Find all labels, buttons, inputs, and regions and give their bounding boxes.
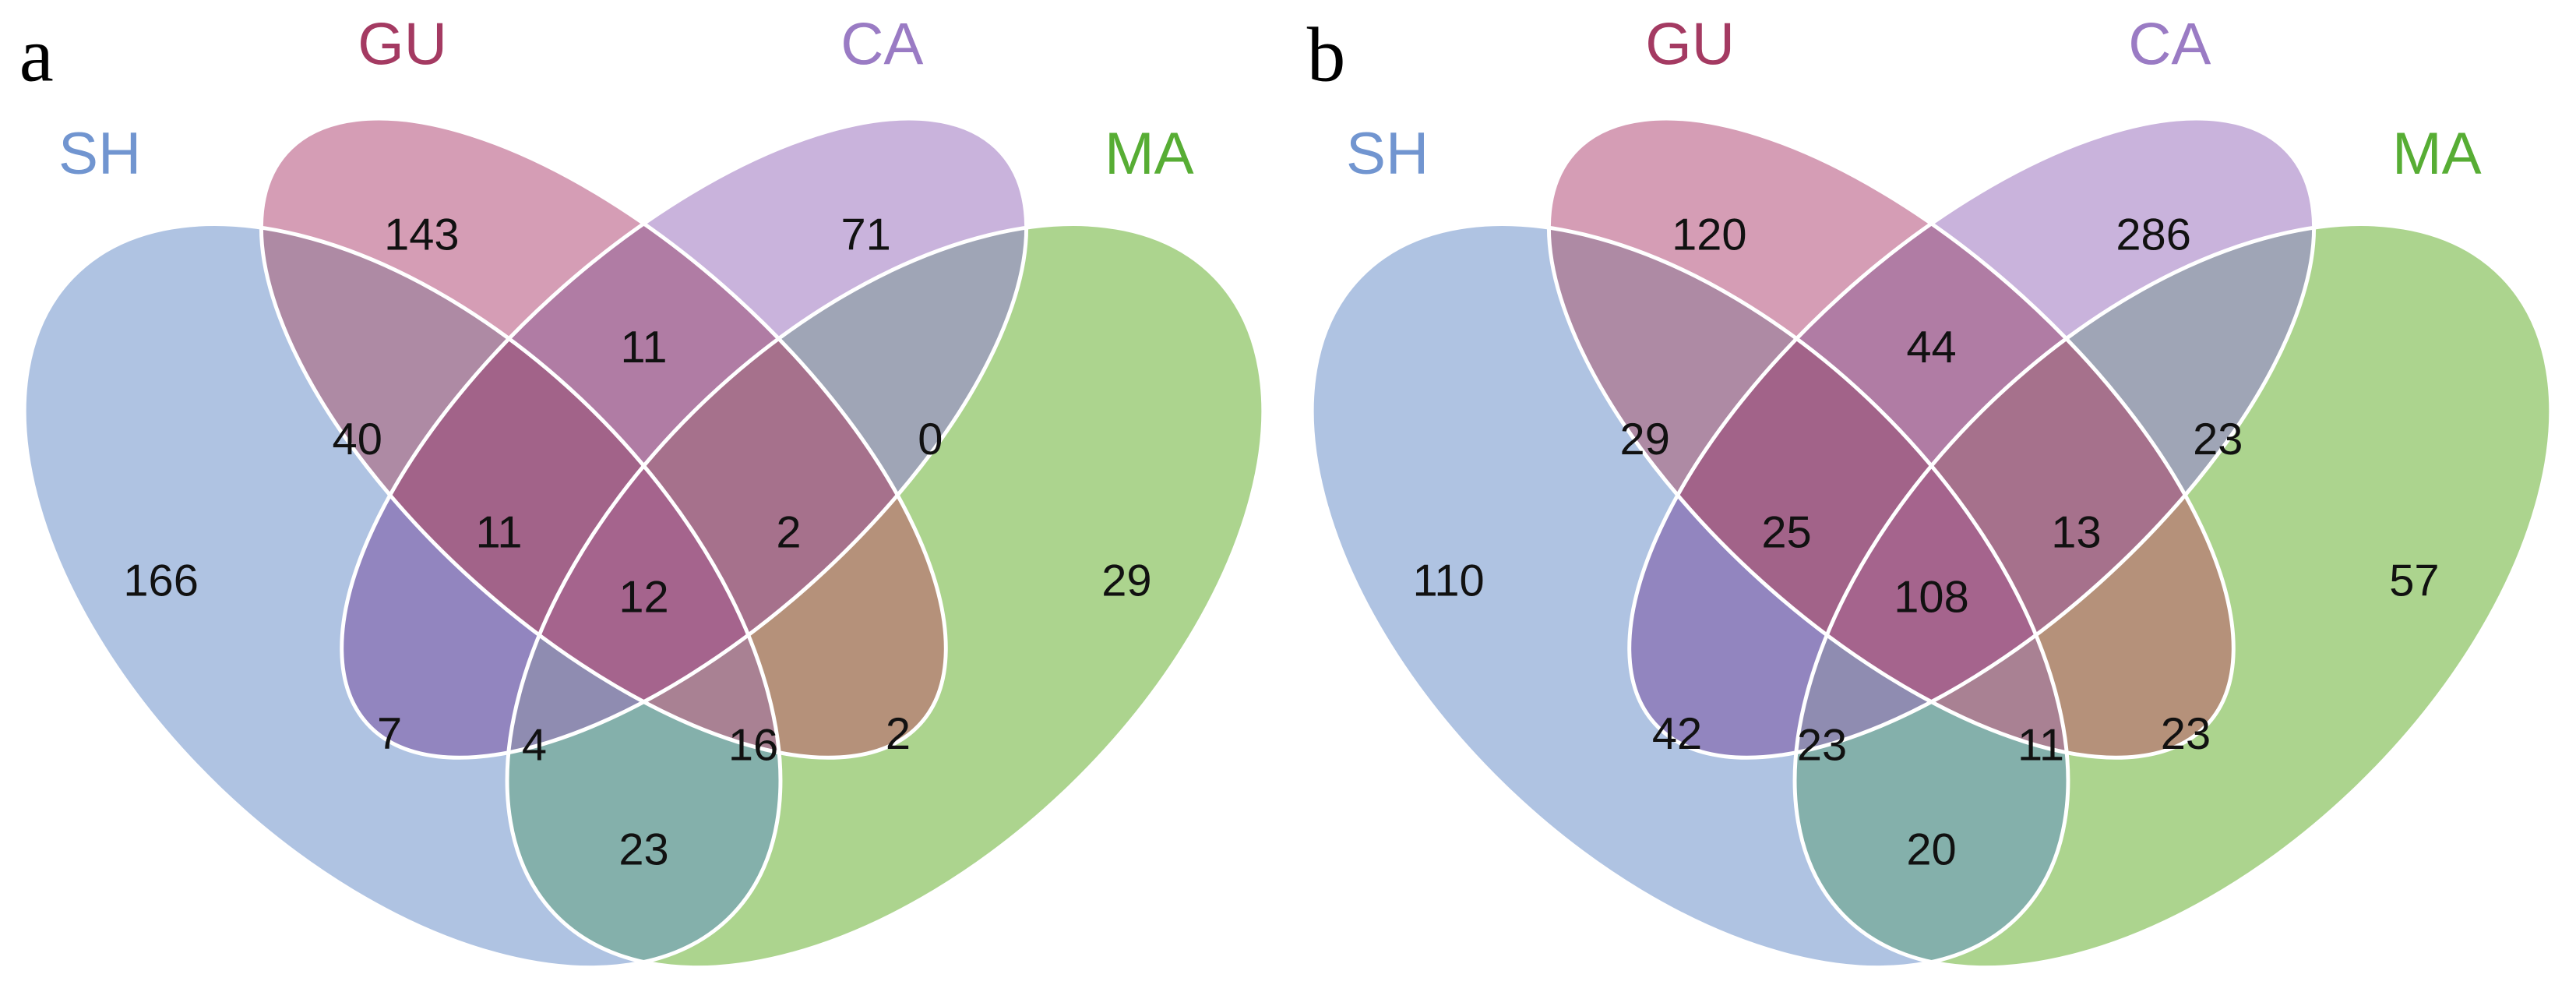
outline-sh	[1309, 222, 2070, 970]
count-gu-ma: 23	[2161, 709, 2211, 759]
count-ca-only: 71	[840, 210, 890, 259]
count-ca-ma: 0	[918, 415, 943, 464]
outline-ca	[340, 116, 1029, 760]
set-label-ma: MA	[2392, 121, 2482, 187]
panel-letter-b: b	[1307, 12, 1346, 97]
outline-ma	[1792, 222, 2553, 970]
count-sh-gu-ca: 11	[476, 508, 523, 558]
set-label-ca: CA	[840, 12, 923, 78]
outline-ca	[1627, 116, 2317, 760]
venn-panel-a: a SH GU CA MA 166 143 71 29 40 11 0 11 2…	[19, 11, 1266, 970]
count-gu-ca-ma: 2	[776, 508, 801, 558]
count-sh-ma: 23	[618, 825, 668, 875]
count-sh-ca: 7	[377, 709, 402, 759]
set-label-ma: MA	[1105, 121, 1194, 187]
count-gu-ca: 11	[620, 323, 667, 372]
count-center: 108	[1894, 572, 1969, 622]
panel-letter-a: a	[19, 12, 54, 97]
outline-ma	[505, 222, 1266, 970]
count-gu-ma: 2	[886, 709, 911, 759]
count-sh-ma: 20	[1906, 825, 1956, 875]
count-ma-only: 57	[2389, 556, 2439, 606]
set-label-gu: GU	[358, 12, 447, 78]
count-gu-ca: 44	[1906, 323, 1956, 372]
count-sh-gu-ca: 25	[1761, 508, 1811, 558]
count-gu-ca-ma: 13	[2051, 508, 2101, 558]
count-ma-only: 29	[1101, 556, 1151, 606]
count-gu-only: 120	[1672, 210, 1747, 259]
set-label-gu: GU	[1645, 12, 1735, 78]
count-sh-ca-ma: 4	[522, 720, 547, 770]
count-sh-only: 166	[123, 556, 199, 606]
set-label-sh: SH	[1346, 121, 1429, 187]
outline-sh	[22, 222, 783, 970]
count-ca-only: 286	[2116, 210, 2191, 259]
venn-panel-b: b SH GU CA MA 110 120 286 57 29 44 23 25…	[1307, 12, 2553, 970]
count-sh-gu-ma: 11	[2017, 720, 2064, 770]
count-gu-only: 143	[384, 210, 460, 259]
count-sh-gu: 29	[1620, 415, 1670, 464]
outline-gu	[1546, 116, 2236, 760]
count-sh-ca-ma: 23	[1797, 720, 1847, 770]
set-label-ca: CA	[2128, 12, 2211, 78]
count-sh-ca: 42	[1652, 709, 1702, 759]
count-sh-gu: 40	[333, 415, 382, 464]
count-center: 12	[618, 572, 668, 622]
set-label-sh: SH	[58, 121, 141, 187]
count-ca-ma: 23	[2193, 415, 2243, 464]
outline-gu	[259, 116, 948, 760]
count-sh-only: 110	[1413, 556, 1485, 606]
count-sh-gu-ma: 16	[728, 720, 778, 770]
